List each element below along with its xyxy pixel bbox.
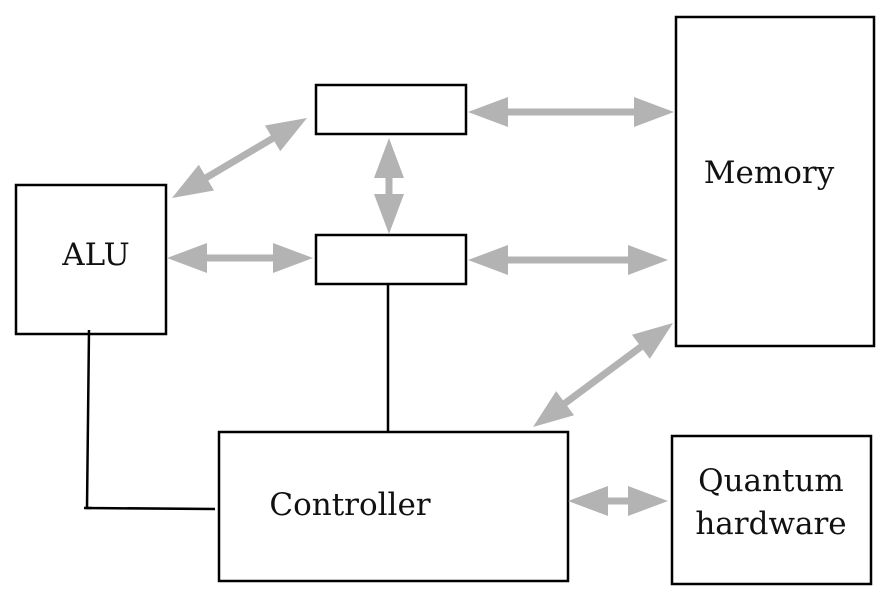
register-top-memory-arrow — [468, 97, 674, 127]
register-bottom-block — [314, 233, 468, 286]
alu-register-top-arrow — [172, 118, 307, 198]
register-bottom-box — [314, 233, 468, 286]
memory-box — [674, 15, 876, 348]
controller-quantum-arrow — [568, 486, 668, 516]
register-bottom-memory-arrow — [468, 245, 668, 275]
alu-block: ALU — [14, 183, 168, 336]
quantum-hardware-block: Quantum hardware — [670, 434, 873, 586]
alu-box — [14, 183, 168, 336]
arrow-shaft — [559, 341, 647, 409]
arrowhead-start-icon — [568, 486, 608, 516]
arrowhead-start-icon — [533, 391, 575, 427]
register-top-block — [314, 83, 468, 136]
register-top-bottom-arrow — [374, 138, 404, 234]
arrow-shaft — [201, 133, 278, 183]
controller-block: Controller — [217, 430, 570, 583]
quantum-hardware-box — [670, 434, 873, 586]
arrows-layer — [167, 97, 674, 516]
memory-label: Memory — [704, 155, 835, 191]
alu-controller-wire — [85, 329, 216, 511]
controller-label: Controller — [269, 487, 430, 523]
arrowhead-end-icon — [264, 118, 307, 152]
memory-block: Memory — [674, 15, 876, 348]
arrowhead-end-icon — [628, 245, 668, 275]
register-top-box — [314, 83, 468, 136]
quantum-label-line1: Quantum — [698, 463, 844, 499]
controller-memory-arrow — [533, 323, 673, 427]
arrowhead-start-icon — [374, 138, 404, 178]
alu-register-bottom-arrow — [167, 243, 313, 273]
alu-label: ALU — [61, 237, 129, 273]
arrowhead-end-icon — [273, 243, 313, 273]
quantum-label-line2: hardware — [695, 506, 846, 542]
arrowhead-start-icon — [468, 97, 508, 127]
arrowhead-end-icon — [634, 97, 674, 127]
arrowhead-start-icon — [468, 245, 508, 275]
arrowhead-end-icon — [374, 194, 404, 234]
controller-box — [217, 430, 570, 583]
arrowhead-start-icon — [172, 164, 215, 198]
arrowhead-start-icon — [167, 243, 207, 273]
arrowhead-end-icon — [628, 486, 668, 516]
arrowhead-end-icon — [631, 323, 673, 359]
